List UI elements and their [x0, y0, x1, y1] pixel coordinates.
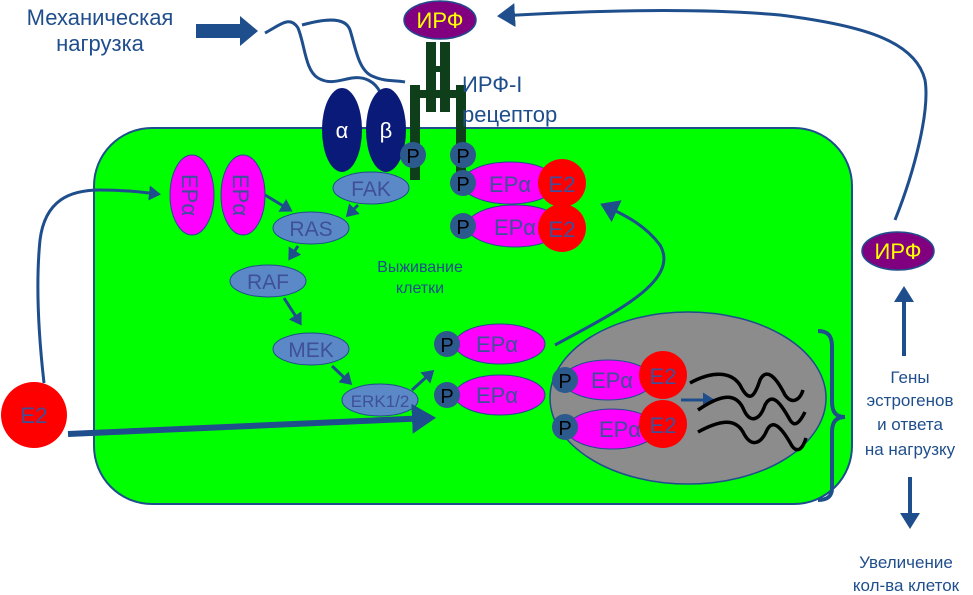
er-alpha-vertical-2: ЕРα [220, 154, 266, 236]
svg-text:RAS: RAS [289, 218, 332, 241]
nucleus-to-complex-arrow [554, 200, 666, 347]
igf-receptor [410, 42, 466, 180]
er-alpha-vertical-1: ЕРα [169, 154, 215, 236]
svg-text:RAF: RAF [247, 271, 289, 294]
e2-to-nucleus-arrow [67, 403, 436, 437]
raf-node: RAF [229, 264, 307, 298]
svg-text:P: P [456, 174, 469, 196]
mechanical-load-arrow [196, 16, 258, 46]
genes-label-3: и ответа [877, 415, 943, 434]
svg-text:E2: E2 [650, 364, 677, 389]
svg-text:ЕРα: ЕРα [489, 172, 531, 197]
mek-to-erk-arrow [330, 364, 353, 386]
cell-survival-label-2: клетки [396, 280, 444, 297]
integrin-alpha-label: α [336, 118, 349, 143]
igf-ligand-top-label: ИРФ [417, 8, 464, 33]
igf-ligand-right [861, 231, 935, 271]
svg-text:ЕРα: ЕРα [476, 383, 518, 408]
igf-receptor-label: ИРФ-I [462, 72, 522, 97]
igf-ligand-right-label: ИРФ [875, 239, 922, 264]
svg-text:ЕРα: ЕРα [599, 417, 641, 442]
svg-text:E2: E2 [650, 413, 677, 438]
svg-text:E2: E2 [549, 217, 576, 242]
e2-external: E2 [1, 382, 67, 448]
fak-to-ras-arrow [345, 203, 360, 218]
svg-text:MEK: MEK [288, 339, 334, 362]
svg-text:P: P [440, 335, 453, 357]
svg-text:P: P [456, 146, 469, 168]
ras-node: RAS [272, 211, 350, 245]
igf-ligand-top [403, 0, 477, 40]
p-er-alpha-2: P ЕРα [434, 374, 546, 416]
igf-receptor-label-2: рецептор [462, 102, 557, 127]
erk-to-er-arrow [410, 369, 435, 392]
svg-text:P: P [440, 386, 453, 408]
mechanical-load-label-2: нагрузка [56, 31, 145, 56]
proliferation-label-2: кол-ва клеток [853, 576, 960, 595]
e2-to-er-curved-arrow [36, 185, 161, 384]
svg-text:P: P [406, 146, 419, 168]
nuclear-complex-1: P ЕРα E2 [552, 351, 687, 401]
ecm-fiber [264, 20, 382, 93]
gene-brace [817, 329, 846, 502]
svg-text:P: P [558, 418, 571, 440]
erk-node: ERK1/2 [341, 383, 419, 417]
genes-label: Гены [890, 368, 929, 387]
svg-text:ЕРα: ЕРα [476, 332, 518, 357]
integrin-alpha [322, 88, 362, 172]
p-er-alpha-1: P ЕРα [434, 323, 546, 365]
proliferation-label: Увеличение [859, 553, 953, 572]
receptor-phosphate-left: P [400, 142, 426, 168]
svg-text:ERK1/2: ERK1/2 [351, 392, 410, 411]
svg-text:ЕРα: ЕРα [494, 215, 536, 240]
svg-text:ЕРα: ЕРα [591, 368, 633, 393]
mechanical-load-label: Механическая [27, 5, 174, 30]
genes-label-4: на нагрузку [865, 440, 956, 459]
igf-feedback-arrow [497, 3, 928, 221]
integrin-beta [366, 88, 406, 172]
raf-to-mek-arrow [282, 297, 302, 326]
dna-strands [689, 372, 808, 452]
er-to-ras-arrow [264, 193, 293, 212]
svg-text:E2: E2 [549, 172, 576, 197]
mek-node: MEK [272, 332, 350, 366]
svg-text:E2: E2 [21, 403, 48, 428]
integrin-beta-label: β [380, 118, 393, 143]
nuclear-complex-2: P ЕРα E2 [552, 400, 687, 450]
svg-text:ЕРα: ЕРα [177, 174, 202, 216]
genes-label-2: эстрогенов [866, 391, 953, 410]
ecm-fiber-2 [301, 18, 406, 84]
svg-text:P: P [558, 371, 571, 393]
svg-text:P: P [456, 217, 469, 239]
fak-node: FAK [332, 171, 410, 205]
cell-survival-label: Выживание [377, 259, 463, 276]
svg-text:ЕРα: ЕРα [228, 174, 253, 216]
er-e2-complex-2: ЕРα P E2 [450, 204, 586, 252]
er-e2-complex-1: ЕРα P E2 [450, 159, 586, 207]
svg-text:FAK: FAK [351, 178, 391, 201]
receptor-phosphate-right: P [450, 142, 476, 168]
ras-to-raf-arrow [288, 245, 302, 261]
